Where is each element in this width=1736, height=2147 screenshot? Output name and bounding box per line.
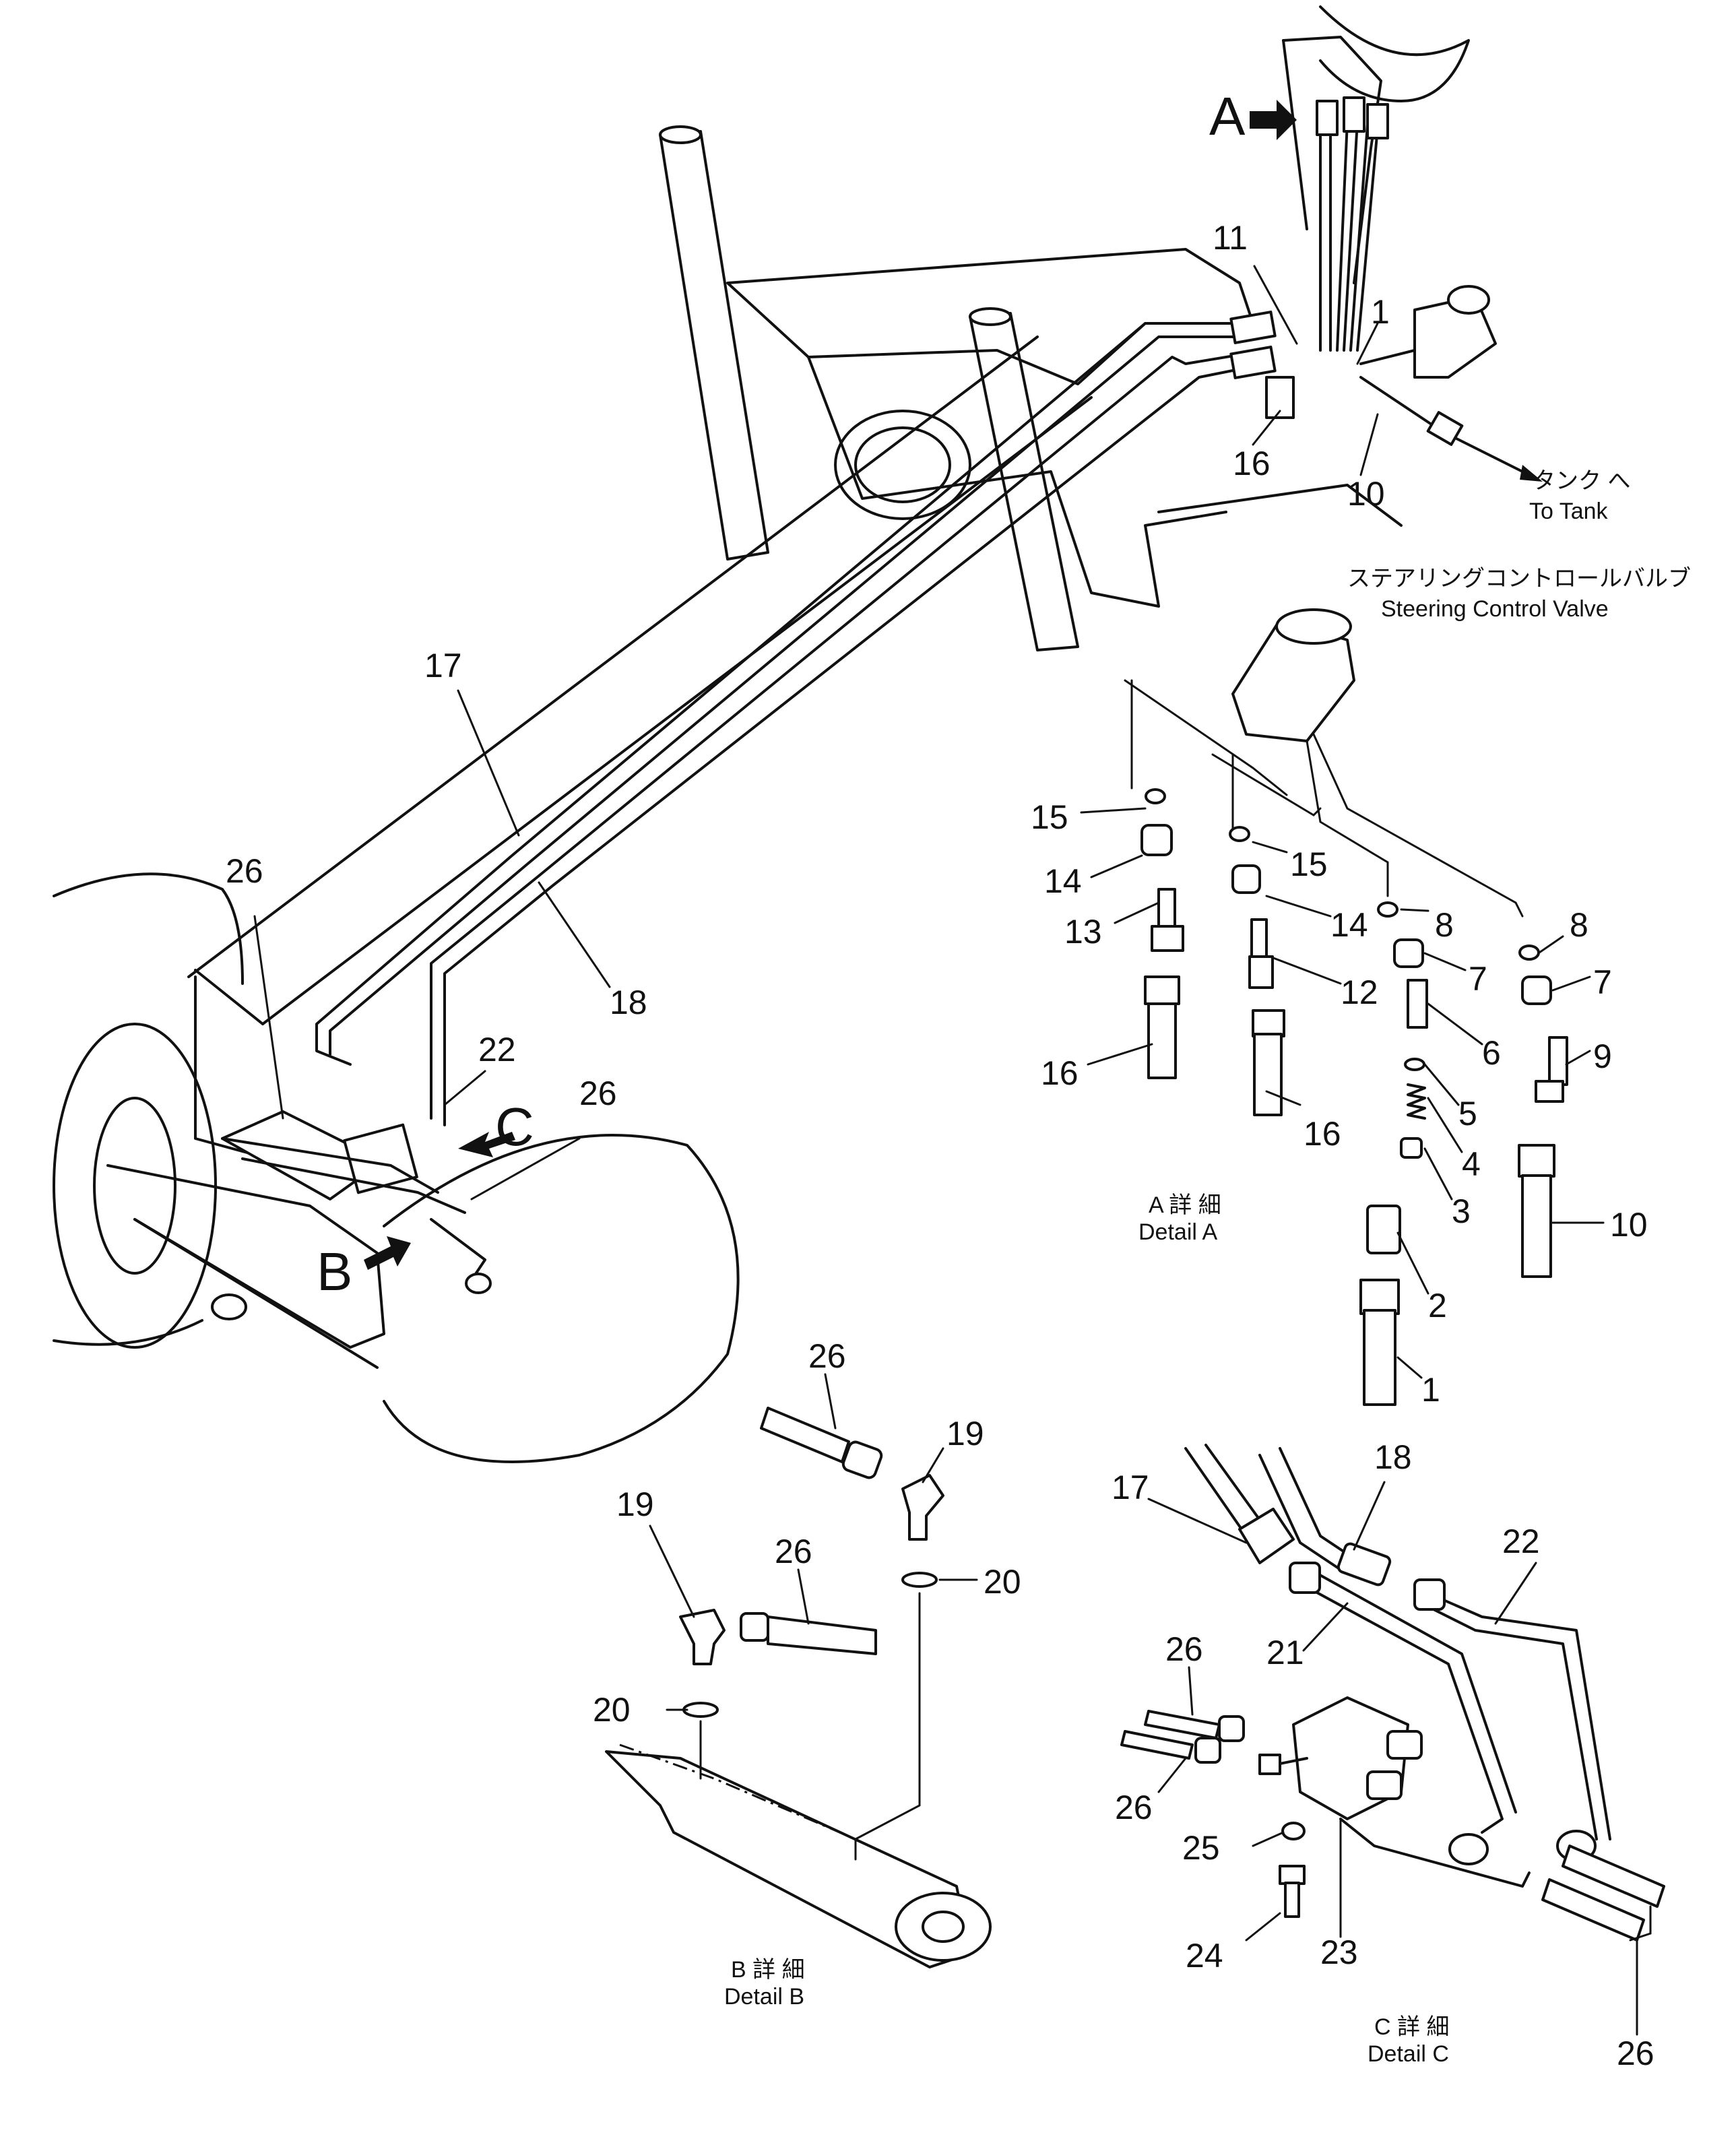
- detail-a-part-14a: 14: [1044, 862, 1082, 900]
- detail-a-part-5: 5: [1458, 1095, 1477, 1132]
- detail-a-part-16b: 16: [1304, 1115, 1341, 1153]
- detail-a-part-9: 9: [1593, 1037, 1612, 1075]
- part-17-label: 17: [424, 647, 462, 684]
- detail-a-part-14b: 14: [1330, 906, 1368, 944]
- detail-c-part-23: 23: [1320, 1933, 1358, 1971]
- valve-label-jp: ステアリングコントロールバルブ: [1347, 566, 1691, 591]
- detail-a-part-2: 2: [1428, 1287, 1447, 1324]
- detail-b-caption-jp: B 詳 細: [731, 1957, 805, 1983]
- main-leaders: [253, 265, 1379, 1200]
- detail-b-part-20b: 20: [593, 1691, 631, 1729]
- detail-b-part-20a: 20: [984, 1563, 1021, 1601]
- detail-a-part-7b: 7: [1593, 963, 1612, 1001]
- detail-c: 17 18 22 21 26 26 25 23 24 26 C 詳 細 Deta…: [1112, 1438, 1665, 2072]
- detail-a-part-12: 12: [1341, 973, 1378, 1011]
- detail-c-part-21: 21: [1266, 1634, 1304, 1671]
- detail-c-caption-jp: C 詳 細: [1374, 2014, 1449, 2040]
- detail-b-part-26a: 26: [808, 1337, 846, 1375]
- detail-c-part-18: 18: [1374, 1438, 1412, 1476]
- detail-a-part-16a: 16: [1041, 1054, 1079, 1092]
- detail-a: 15 14 13 16 15 14 12 16 8 7 6 5 4 3 2 1 …: [1031, 608, 1648, 1409]
- detail-c-part-26a: 26: [1165, 1630, 1203, 1668]
- pilot-hoses: [1316, 96, 1389, 352]
- to-tank-en: To Tank: [1529, 499, 1609, 524]
- detail-a-part-8a: 8: [1435, 906, 1454, 944]
- part-26-label-right: 26: [579, 1075, 617, 1112]
- part-18-label: 18: [610, 984, 647, 1021]
- part-10-label: 10: [1347, 475, 1385, 513]
- detail-a-caption-jp: A 詳 細: [1149, 1192, 1221, 1218]
- detail-c-part-26b: 26: [1115, 1789, 1153, 1826]
- detail-a-part-6: 6: [1482, 1034, 1501, 1072]
- detail-c-part-22: 22: [1502, 1523, 1540, 1560]
- detail-a-leaders: [1080, 807, 1605, 1379]
- detail-b-part-26b: 26: [775, 1533, 812, 1570]
- detail-b-caption-en: Detail B: [724, 1984, 804, 2010]
- detail-a-caption-en: Detail A: [1138, 1219, 1217, 1245]
- callout-a-label: A: [1209, 86, 1246, 146]
- detail-b: 26 19 26 20 19 20 B 詳 細 Detail B: [593, 1337, 1021, 2010]
- part-16-label: 16: [1233, 445, 1271, 482]
- detail-c-part-24: 24: [1186, 1937, 1223, 1975]
- detail-a-part-10: 10: [1610, 1206, 1648, 1244]
- detail-a-part-8b: 8: [1570, 906, 1588, 944]
- frame-beam: [187, 335, 1093, 1025]
- callout-b-label: B: [317, 1242, 352, 1302]
- part-1-label: 1: [1371, 293, 1390, 331]
- detail-a-part-7a: 7: [1469, 960, 1487, 998]
- mast-posts: [659, 125, 1079, 651]
- steering-control-valve: [1359, 285, 1497, 379]
- detail-a-part-13: 13: [1064, 913, 1102, 951]
- to-tank-arrow: [1454, 437, 1531, 476]
- detail-c-part-25: 25: [1182, 1829, 1220, 1867]
- detail-a-part-3: 3: [1452, 1192, 1471, 1230]
- detail-a-part-1: 1: [1421, 1371, 1440, 1409]
- detail-b-part-19b: 19: [616, 1485, 654, 1523]
- pipes-17-18: [315, 311, 1277, 1126]
- part-11-label: 11: [1213, 219, 1248, 257]
- main-assembly: A B C 11 1 16 10 17 18 22 26 26 タンク へ To…: [53, 5, 1691, 1463]
- part-26-label-left: 26: [226, 852, 263, 890]
- detail-c-part-17: 17: [1112, 1469, 1149, 1506]
- callout-c-label: C: [495, 1097, 534, 1157]
- valve-label-en: Steering Control Valve: [1381, 596, 1609, 622]
- callout-arrows: [364, 100, 1297, 1270]
- steering-wheel: [1319, 5, 1470, 102]
- to-tank-jp: タンク へ: [1533, 468, 1630, 494]
- detail-a-part-4: 4: [1462, 1145, 1481, 1183]
- detail-c-caption-en: Detail C: [1368, 2041, 1449, 2067]
- wheel-assembly: [53, 872, 740, 1463]
- detail-c-part-26c: 26: [1617, 2034, 1654, 2072]
- detail-b-part-19a: 19: [946, 1415, 984, 1452]
- part-22-label: 22: [478, 1031, 516, 1068]
- detail-a-part-15a: 15: [1031, 798, 1068, 836]
- detail-a-part-15b: 15: [1290, 845, 1328, 883]
